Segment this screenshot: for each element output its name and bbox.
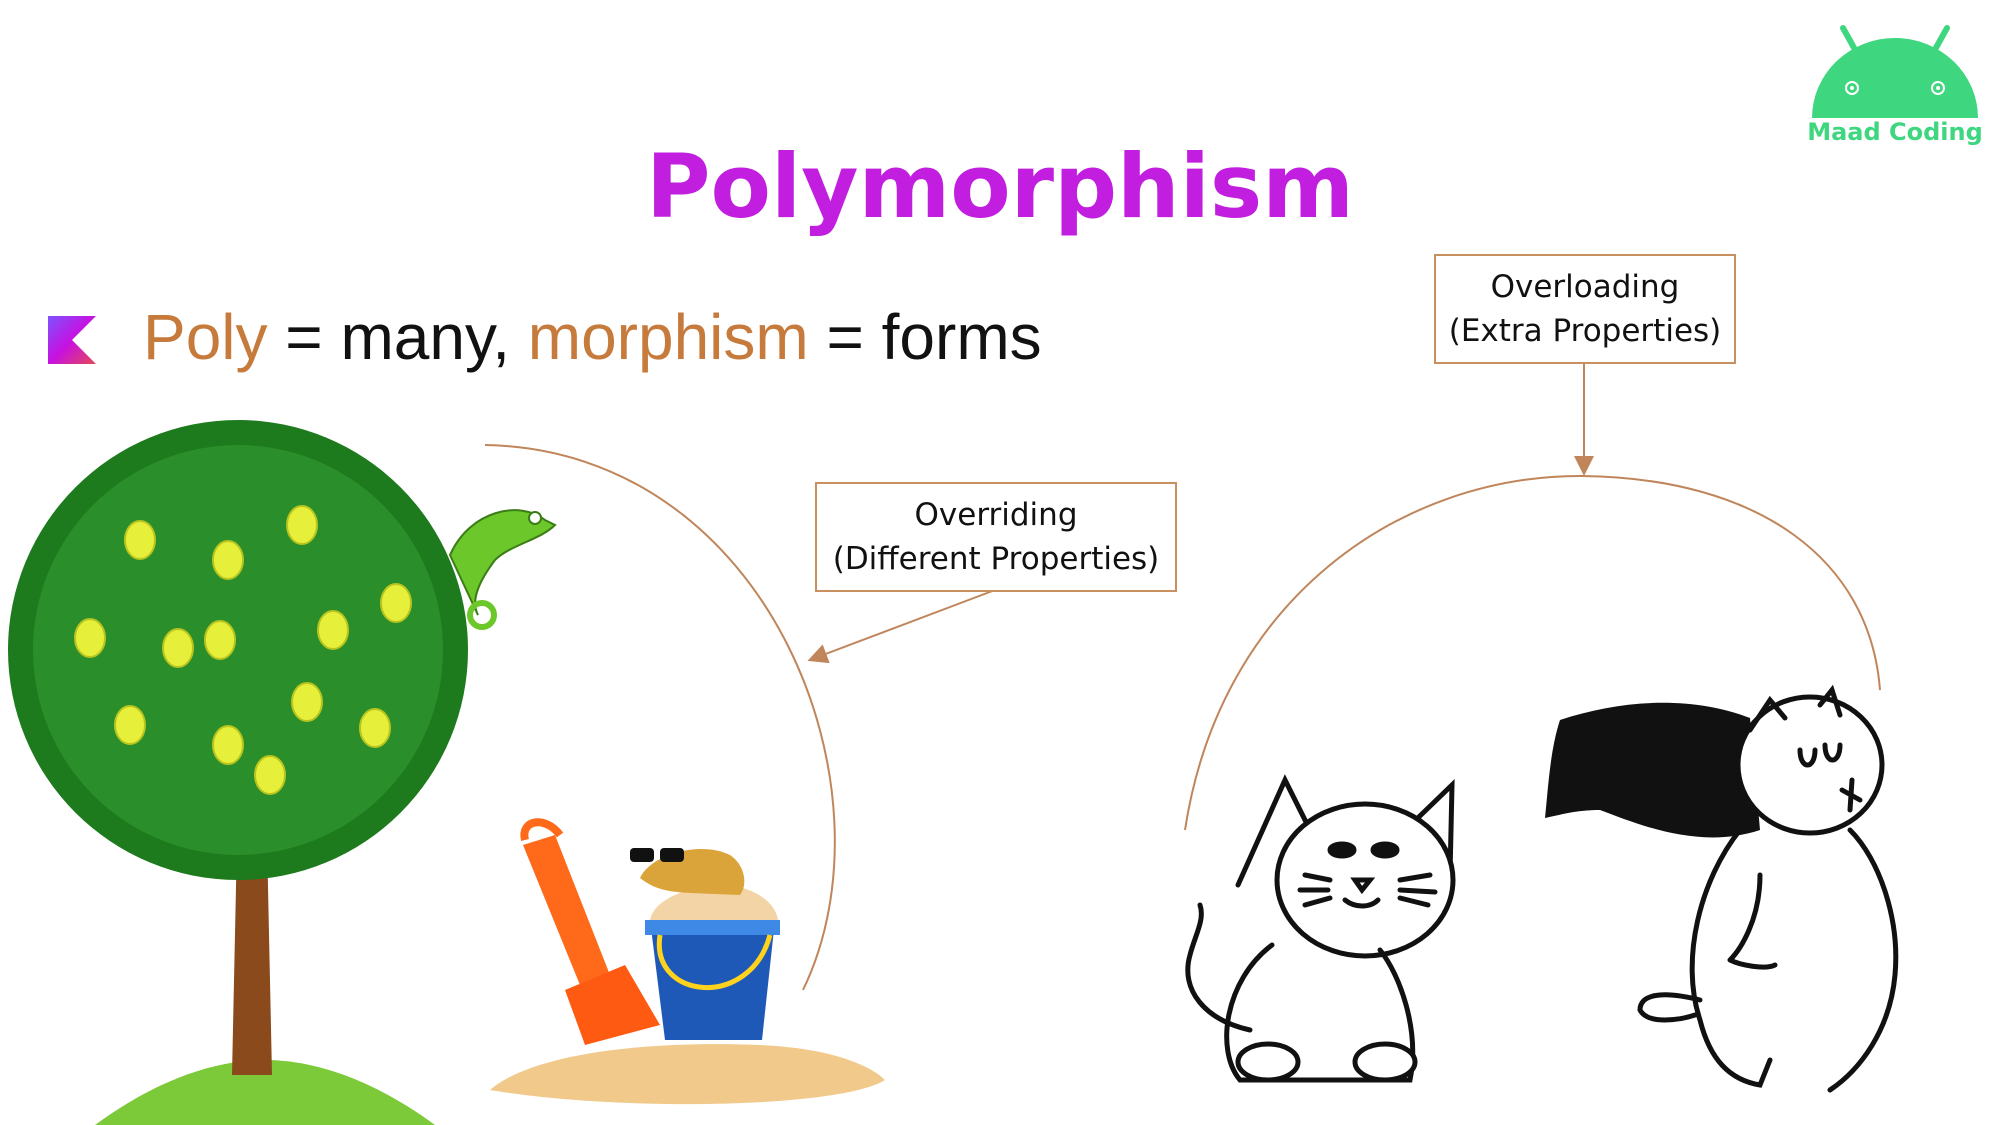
tree-icon (8, 420, 468, 1075)
android-mascot-icon (1812, 25, 1978, 118)
chameleon-icon (448, 509, 557, 630)
hill (95, 1060, 435, 1125)
kotlin-logo-icon (48, 316, 96, 364)
overriding-arrow (807, 589, 996, 664)
overloading-arc (1184, 474, 1881, 831)
poly-meaning: = many, (267, 301, 528, 373)
poly-term: Poly (143, 301, 268, 373)
overriding-label: Overriding (914, 497, 1078, 533)
overloading-callout: Overloading (Extra Properties) (1434, 254, 1736, 364)
overriding-sublabel: (Different Properties) (832, 541, 1160, 577)
page-title: Polymorphism (646, 135, 1354, 238)
definition-line: Poly = many, morphism = forms (143, 300, 1042, 374)
overloading-sublabel: (Extra Properties) (1448, 313, 1722, 349)
morphism-meaning: = forms (808, 301, 1042, 373)
morphism-term: morphism (527, 301, 809, 373)
cat-icon (1185, 774, 1456, 1083)
overloading-label: Overloading (1490, 269, 1680, 305)
overriding-callout: Overriding (Different Properties) (815, 482, 1177, 592)
overriding-arc (484, 444, 836, 991)
brand-name: Maad Coding (1807, 118, 1983, 146)
super-cat-icon (1545, 684, 1899, 1093)
sandcastle-bucket-icon (490, 818, 885, 1105)
